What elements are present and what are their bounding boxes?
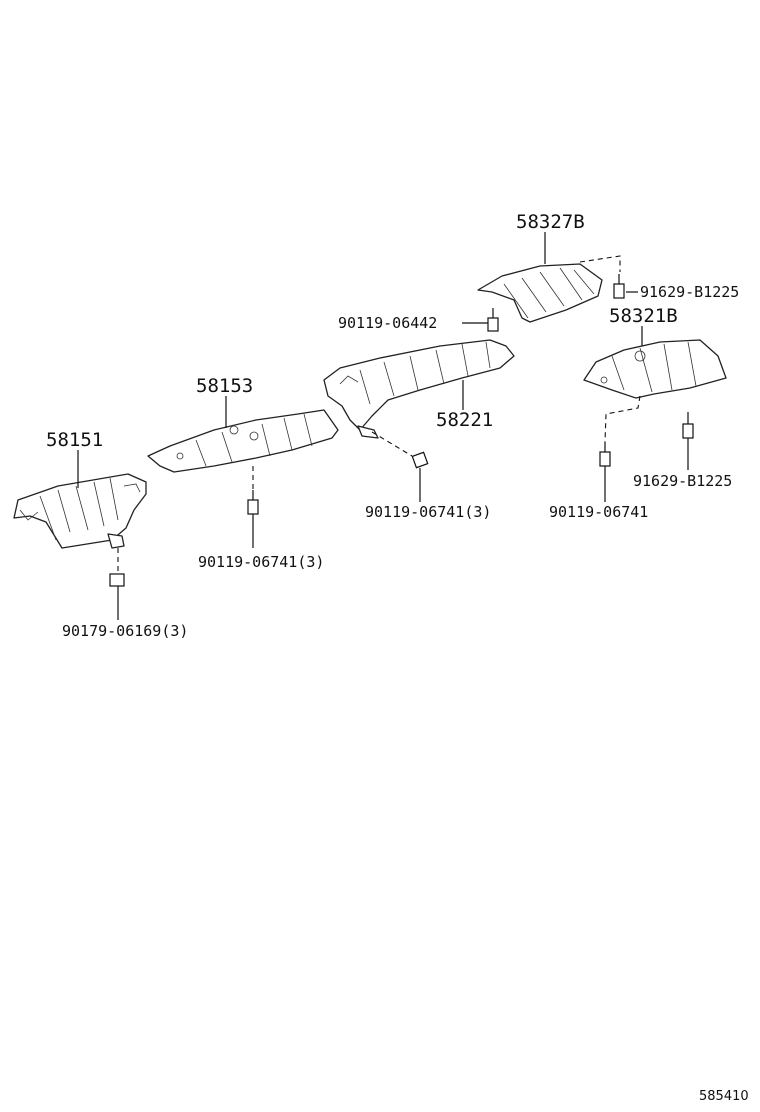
label-58153: 58153 bbox=[196, 375, 253, 397]
label-90119-06442: 90119-06442 bbox=[338, 314, 437, 332]
nut-90179 bbox=[109, 573, 125, 587]
bolt-90119-06442 bbox=[487, 308, 499, 332]
label-91629-b1225-right: 91629-B1225 bbox=[633, 472, 732, 490]
label-90119-06741-3-left: 90119-06741(3) bbox=[198, 553, 324, 571]
label-58221: 58221 bbox=[436, 409, 493, 431]
bolt-90119-right bbox=[599, 442, 611, 467]
bolt-90119-center bbox=[411, 451, 429, 469]
diagram-id: 585410 bbox=[699, 1089, 749, 1104]
assembly-line bbox=[579, 255, 621, 272]
label-91629-b1225-top: 91629-B1225 bbox=[640, 283, 739, 301]
insulator-58153[interactable] bbox=[147, 409, 339, 473]
label-58151: 58151 bbox=[46, 429, 103, 451]
assembly-line bbox=[604, 395, 641, 443]
bolt-91629-top bbox=[613, 274, 625, 299]
label-58321b: 58321B bbox=[609, 305, 678, 327]
insulator-58221[interactable] bbox=[323, 339, 515, 439]
insulator-58327b[interactable] bbox=[477, 263, 603, 323]
label-90119-06741-right: 90119-06741 bbox=[549, 503, 648, 521]
insulator-58151[interactable] bbox=[13, 473, 147, 549]
insulator-58321b[interactable] bbox=[583, 339, 727, 399]
bolt-91629-right bbox=[682, 412, 694, 439]
label-90119-06741-3-center: 90119-06741(3) bbox=[365, 503, 491, 521]
bolt-90119-left bbox=[247, 490, 259, 515]
label-90179-06169-3: 90179-06169(3) bbox=[62, 622, 188, 640]
label-58327b: 58327B bbox=[516, 211, 585, 233]
assembly-line bbox=[371, 431, 413, 457]
